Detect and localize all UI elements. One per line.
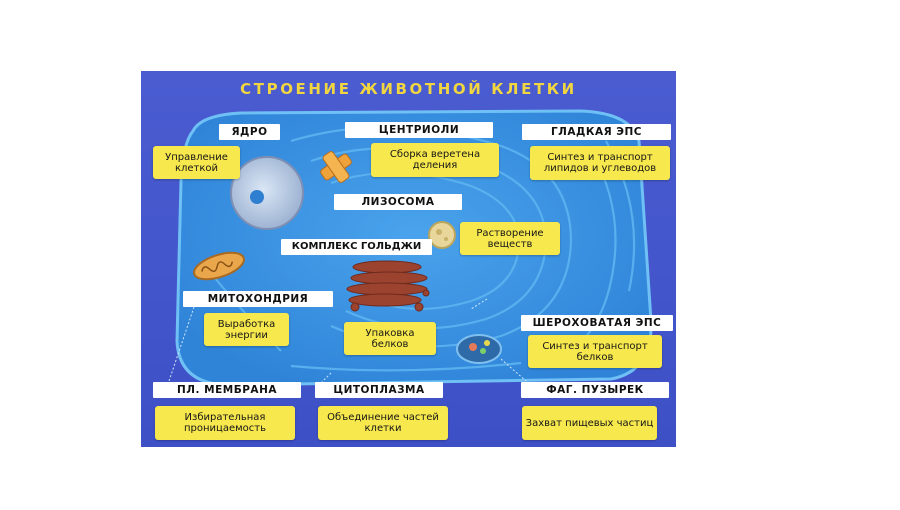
pointer-lines bbox=[168, 298, 527, 384]
centrioles-label: ЦЕНТРИОЛИ bbox=[345, 122, 493, 138]
cytoplasm-label: ЦИТОПЛАЗМА bbox=[315, 382, 443, 398]
golgi-description: Упаковка белков bbox=[344, 322, 436, 355]
centrioles-description: Сборка веретена деления bbox=[371, 143, 499, 177]
rough-er-description: Синтез и транспорт белков bbox=[528, 335, 662, 368]
lysosome-description: Растворение веществ bbox=[460, 222, 560, 255]
centrioles-shape bbox=[320, 151, 352, 183]
mitochondria-description: Выработка энергии bbox=[204, 313, 289, 346]
poster-title: СТРОЕНИЕ ЖИВОТНОЙ КЛЕТКИ bbox=[240, 80, 577, 98]
cytoplasm-description: Объединение частей клетки bbox=[318, 406, 448, 440]
nucleus-shape bbox=[230, 156, 304, 230]
phagocytic-vesicle-description: Захват пищевых частиц bbox=[522, 406, 657, 440]
lysosome-shape bbox=[428, 221, 456, 249]
membrane-description: Избирательная проницаемость bbox=[155, 406, 295, 440]
nucleus-label: ЯДРО bbox=[219, 124, 280, 140]
mitochondrion-shape bbox=[193, 251, 245, 281]
smooth-er-label: ГЛАДКАЯ ЭПС bbox=[522, 124, 671, 140]
phagocytic-vesicle-shape bbox=[456, 334, 502, 364]
phagocytic-vesicle-label: ФАГ. ПУЗЫРЕК bbox=[521, 382, 669, 398]
lysosome-label: ЛИЗОСОМА bbox=[334, 194, 462, 210]
smooth-er-description: Синтез и транспорт липидов и углеводов bbox=[530, 146, 670, 180]
mitochondria-label: МИТОХОНДРИЯ bbox=[183, 291, 333, 307]
cell-structure-poster: СТРОЕНИЕ ЖИВОТНОЙ КЛЕТКИ ЯДРО Управление… bbox=[141, 71, 676, 447]
golgi-shape bbox=[346, 260, 430, 312]
membrane-label: ПЛ. МЕМБРАНА bbox=[153, 382, 301, 398]
rough-er-label: ШЕРОХОВАТАЯ ЭПС bbox=[521, 315, 673, 331]
nucleus-description: Управление клеткой bbox=[153, 146, 240, 179]
golgi-label: КОМПЛЕКС ГОЛЬДЖИ bbox=[281, 239, 432, 255]
